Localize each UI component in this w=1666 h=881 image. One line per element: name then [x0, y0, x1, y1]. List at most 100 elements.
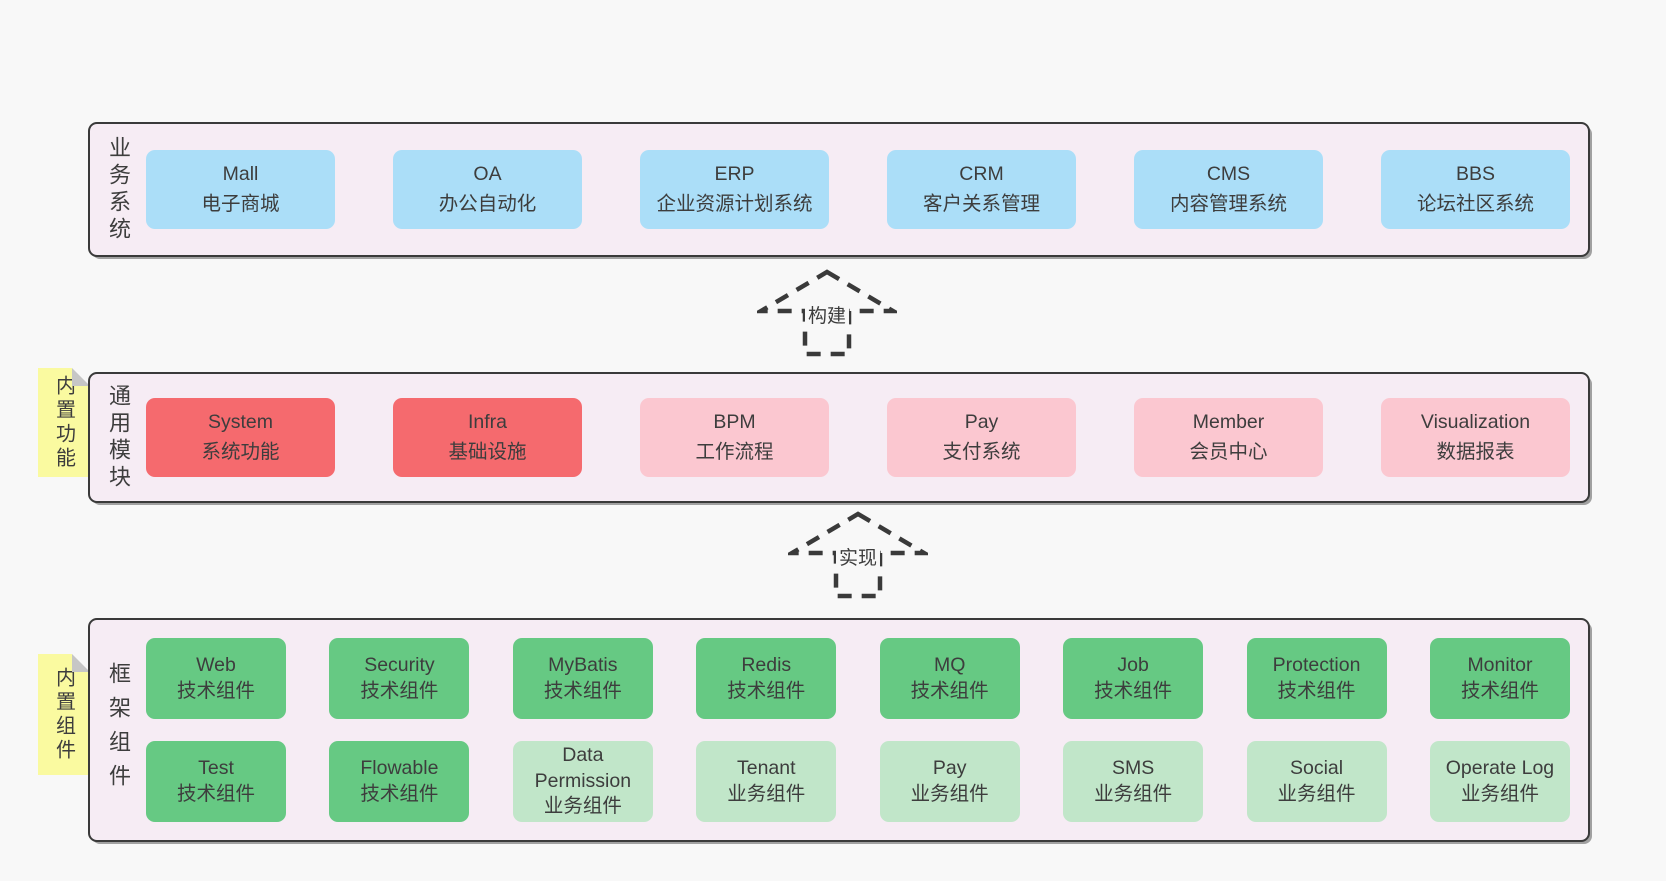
box-mall: Mall 电子商城 — [146, 150, 335, 229]
box-subtitle: 电子商城 — [201, 192, 280, 215]
box-sms: SMS 业务组件 — [1063, 741, 1204, 822]
box-title: Job — [1117, 654, 1149, 677]
box-subtitle: 数据报表 — [1436, 440, 1515, 463]
box-subtitle: 技术组件 — [910, 679, 989, 702]
box-subtitle: 论坛社区系统 — [1416, 192, 1534, 215]
box-bbs: BBS 论坛社区系统 — [1381, 150, 1570, 229]
box-bpm: BPM 工作流程 — [640, 398, 829, 477]
component-row-2: Test 技术组件 Flowable 技术组件 Data Permission … — [146, 741, 1570, 822]
component-row-1: Web 技术组件 Security 技术组件 MyBatis 技术组件 Redi… — [146, 638, 1570, 719]
layer-label: 业务系统 — [106, 135, 131, 244]
box-title: BPM — [713, 411, 756, 434]
box-redis: Redis 技术组件 — [696, 638, 837, 719]
box-cms: CMS 内容管理系统 — [1134, 150, 1323, 229]
box-subtitle: 技术组件 — [1094, 679, 1173, 702]
box-web: Web 技术组件 — [146, 638, 286, 719]
box-subtitle: 技术组件 — [176, 679, 255, 702]
module-boxes: System 系统功能 Infra 基础设施 BPM 工作流程 Pay 支付系统… — [146, 374, 1588, 501]
business-boxes: Mall 电子商城 OA 办公自动化 ERP 企业资源计划系统 CRM 客户关系… — [146, 124, 1588, 255]
box-subtitle: 业务组件 — [543, 795, 622, 818]
box-title: Data Permission — [534, 744, 632, 792]
box-data-permission: Data Permission 业务组件 — [512, 741, 653, 822]
layer-label: 通用模块 — [106, 383, 131, 492]
layer-label: 框架组件 — [106, 662, 131, 798]
up-arrow-icon — [757, 269, 897, 357]
box-erp: ERP 企业资源计划系统 — [640, 150, 829, 229]
layer-business-systems: 业务系统 Mall 电子商城 OA 办公自动化 ERP 企业资源计划系统 CRM… — [88, 122, 1590, 257]
sticky-note-built-in-functions: 内置功能 — [38, 368, 90, 477]
box-subtitle: 基础设施 — [448, 440, 527, 463]
layer-label-column: 业务系统 — [90, 124, 146, 255]
box-title: Infra — [467, 411, 508, 434]
box-subtitle: 支付系统 — [942, 440, 1021, 463]
box-job: Job 技术组件 — [1063, 638, 1204, 719]
box-subtitle: 业务组件 — [1460, 782, 1539, 805]
box-title: MyBatis — [548, 654, 618, 677]
box-title: CRM — [959, 163, 1004, 186]
box-subtitle: 业务组件 — [727, 782, 806, 805]
box-title: Protection — [1272, 654, 1361, 677]
box-protection: Protection 技术组件 — [1246, 638, 1387, 719]
box-subtitle: 客户关系管理 — [922, 192, 1040, 215]
box-pay-system: Pay 支付系统 — [887, 398, 1076, 477]
box-subtitle: 业务组件 — [1277, 782, 1356, 805]
box-title: Mall — [222, 163, 259, 186]
layer-label-column: 通用模块 — [90, 374, 146, 501]
box-flowable: Flowable 技术组件 — [329, 741, 470, 822]
box-title: MQ — [933, 654, 966, 677]
note-label: 内置组件 — [52, 666, 75, 763]
box-subtitle: 业务组件 — [910, 782, 989, 805]
box-title: BBS — [1455, 163, 1496, 186]
box-visualization: Visualization 数据报表 — [1381, 398, 1570, 477]
box-title: Visualization — [1420, 411, 1531, 434]
box-test: Test 技术组件 — [146, 741, 286, 822]
box-subtitle: 技术组件 — [543, 679, 622, 702]
box-oa: OA 办公自动化 — [393, 150, 582, 229]
box-mq: MQ 技术组件 — [879, 638, 1020, 719]
box-subtitle: 技术组件 — [727, 679, 806, 702]
box-subtitle: 技术组件 — [1277, 679, 1356, 702]
layer-framework-components: 框架组件 Web 技术组件 Security 技术组件 MyBatis 技术组件… — [88, 618, 1590, 842]
build-arrow: 构建 — [757, 268, 897, 358]
layer-label-column: 框架组件 — [90, 620, 146, 840]
box-subtitle: 内容管理系统 — [1169, 192, 1287, 215]
box-subtitle: 系统功能 — [201, 440, 280, 463]
component-rows: Web 技术组件 Security 技术组件 MyBatis 技术组件 Redi… — [146, 620, 1588, 840]
box-social: Social 业务组件 — [1246, 741, 1387, 822]
box-title: Operate Log — [1445, 757, 1555, 780]
note-label: 内置功能 — [52, 374, 75, 471]
layer-common-modules: 通用模块 System 系统功能 Infra 基础设施 BPM 工作流程 Pay… — [88, 372, 1590, 503]
box-title: Tenant — [736, 757, 796, 780]
box-system: System 系统功能 — [146, 398, 335, 477]
box-title: Pay — [932, 757, 967, 780]
box-title: Security — [364, 654, 435, 677]
box-title: Pay — [964, 411, 999, 434]
sticky-note-built-in-components: 内置组件 — [38, 654, 90, 775]
box-member: Member 会员中心 — [1134, 398, 1323, 477]
box-title: SMS — [1111, 757, 1155, 780]
box-subtitle: 技术组件 — [360, 782, 439, 805]
box-title: Social — [1289, 757, 1344, 780]
up-arrow-icon — [788, 511, 928, 599]
box-operate-log: Operate Log 业务组件 — [1429, 741, 1570, 822]
box-tenant: Tenant 业务组件 — [696, 741, 837, 822]
box-subtitle: 工作流程 — [695, 440, 774, 463]
box-title: Redis — [741, 654, 792, 677]
box-subtitle: 技术组件 — [176, 782, 255, 805]
arrow-label: 构建 — [804, 300, 850, 329]
arrow-label: 实现 — [835, 542, 881, 571]
box-subtitle: 技术组件 — [1460, 679, 1539, 702]
box-subtitle: 企业资源计划系统 — [656, 192, 813, 215]
box-pay-component: Pay 业务组件 — [879, 741, 1020, 822]
box-title: Flowable — [360, 757, 439, 780]
box-title: OA — [473, 163, 502, 186]
box-title: Web — [196, 654, 236, 677]
box-title: Test — [198, 757, 234, 780]
box-security: Security 技术组件 — [329, 638, 470, 719]
box-infra: Infra 基础设施 — [393, 398, 582, 477]
box-title: Member — [1192, 411, 1265, 434]
implement-arrow: 实现 — [788, 510, 928, 600]
box-monitor: Monitor 技术组件 — [1429, 638, 1570, 719]
box-subtitle: 业务组件 — [1094, 782, 1173, 805]
box-subtitle: 技术组件 — [360, 679, 439, 702]
